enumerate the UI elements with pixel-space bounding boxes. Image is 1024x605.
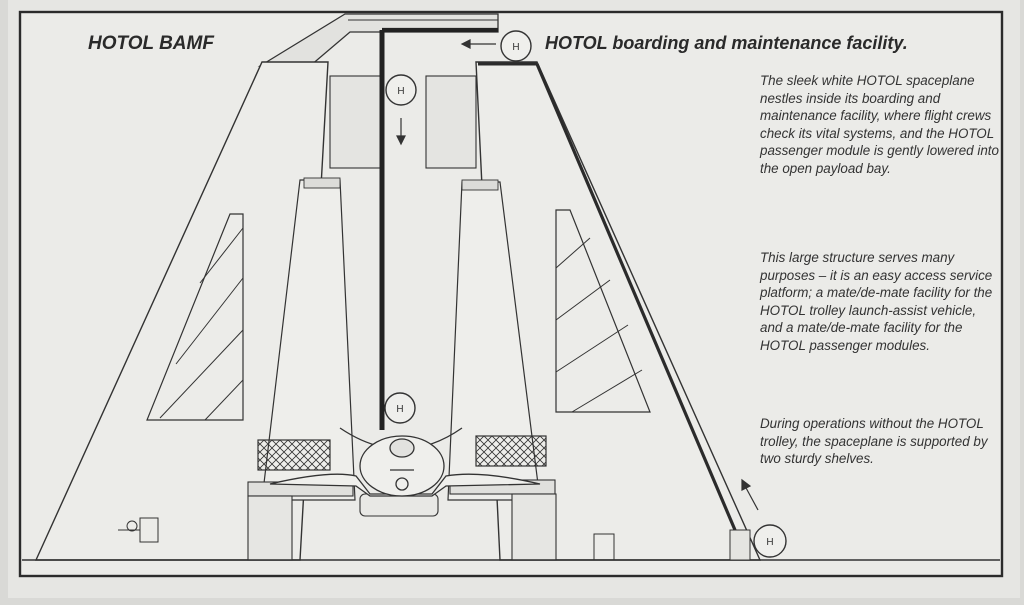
right-ledge xyxy=(461,179,499,191)
arrow-down-icon xyxy=(396,118,406,146)
hoist-mast-lower-label: H xyxy=(396,404,403,415)
left-hatch-lines xyxy=(159,227,244,421)
diagram-title-right: HOTOL boarding and maintenance facility. xyxy=(545,33,908,53)
hoist-mast-lower: H xyxy=(384,392,416,424)
caption-paragraph-2: This large structure serves many purpose… xyxy=(760,250,993,353)
right-hatch-lines xyxy=(555,237,643,413)
left-pedestal xyxy=(247,495,293,561)
left-hatched-panel xyxy=(146,213,244,421)
caption-paragraph-1: The sleek white HOTOL spaceplane nestles… xyxy=(760,73,999,176)
floor-door xyxy=(593,533,615,561)
left-service-platform xyxy=(257,439,331,471)
right-hatched-panel xyxy=(555,209,651,413)
spaceplane xyxy=(269,427,541,497)
right-upper-bay xyxy=(425,75,477,169)
hoist-top: H xyxy=(500,30,532,62)
left-ledge xyxy=(303,177,341,189)
right-tower-thick-edge xyxy=(535,63,737,531)
center-cradle xyxy=(359,493,439,517)
caption-paragraph-3: During operations without the HOTOL trol… xyxy=(760,416,988,466)
right-pedestal xyxy=(511,493,557,561)
diagram-title-left: HOTOL BAMF xyxy=(88,33,214,54)
hoist-top-label: H xyxy=(512,42,519,53)
right-service-platform xyxy=(475,435,547,467)
arrow-up-right-icon xyxy=(741,478,759,511)
hoist-ground: H xyxy=(753,524,787,558)
cart-icon xyxy=(118,517,159,543)
arrow-left-icon xyxy=(460,39,496,49)
hoist-mast-upper: H xyxy=(385,74,417,106)
left-upper-bay xyxy=(329,75,383,169)
hoist-ground-label: H xyxy=(766,537,773,548)
hoist-mast-upper-label: H xyxy=(397,86,404,97)
vehicle-bay-right xyxy=(729,529,751,561)
